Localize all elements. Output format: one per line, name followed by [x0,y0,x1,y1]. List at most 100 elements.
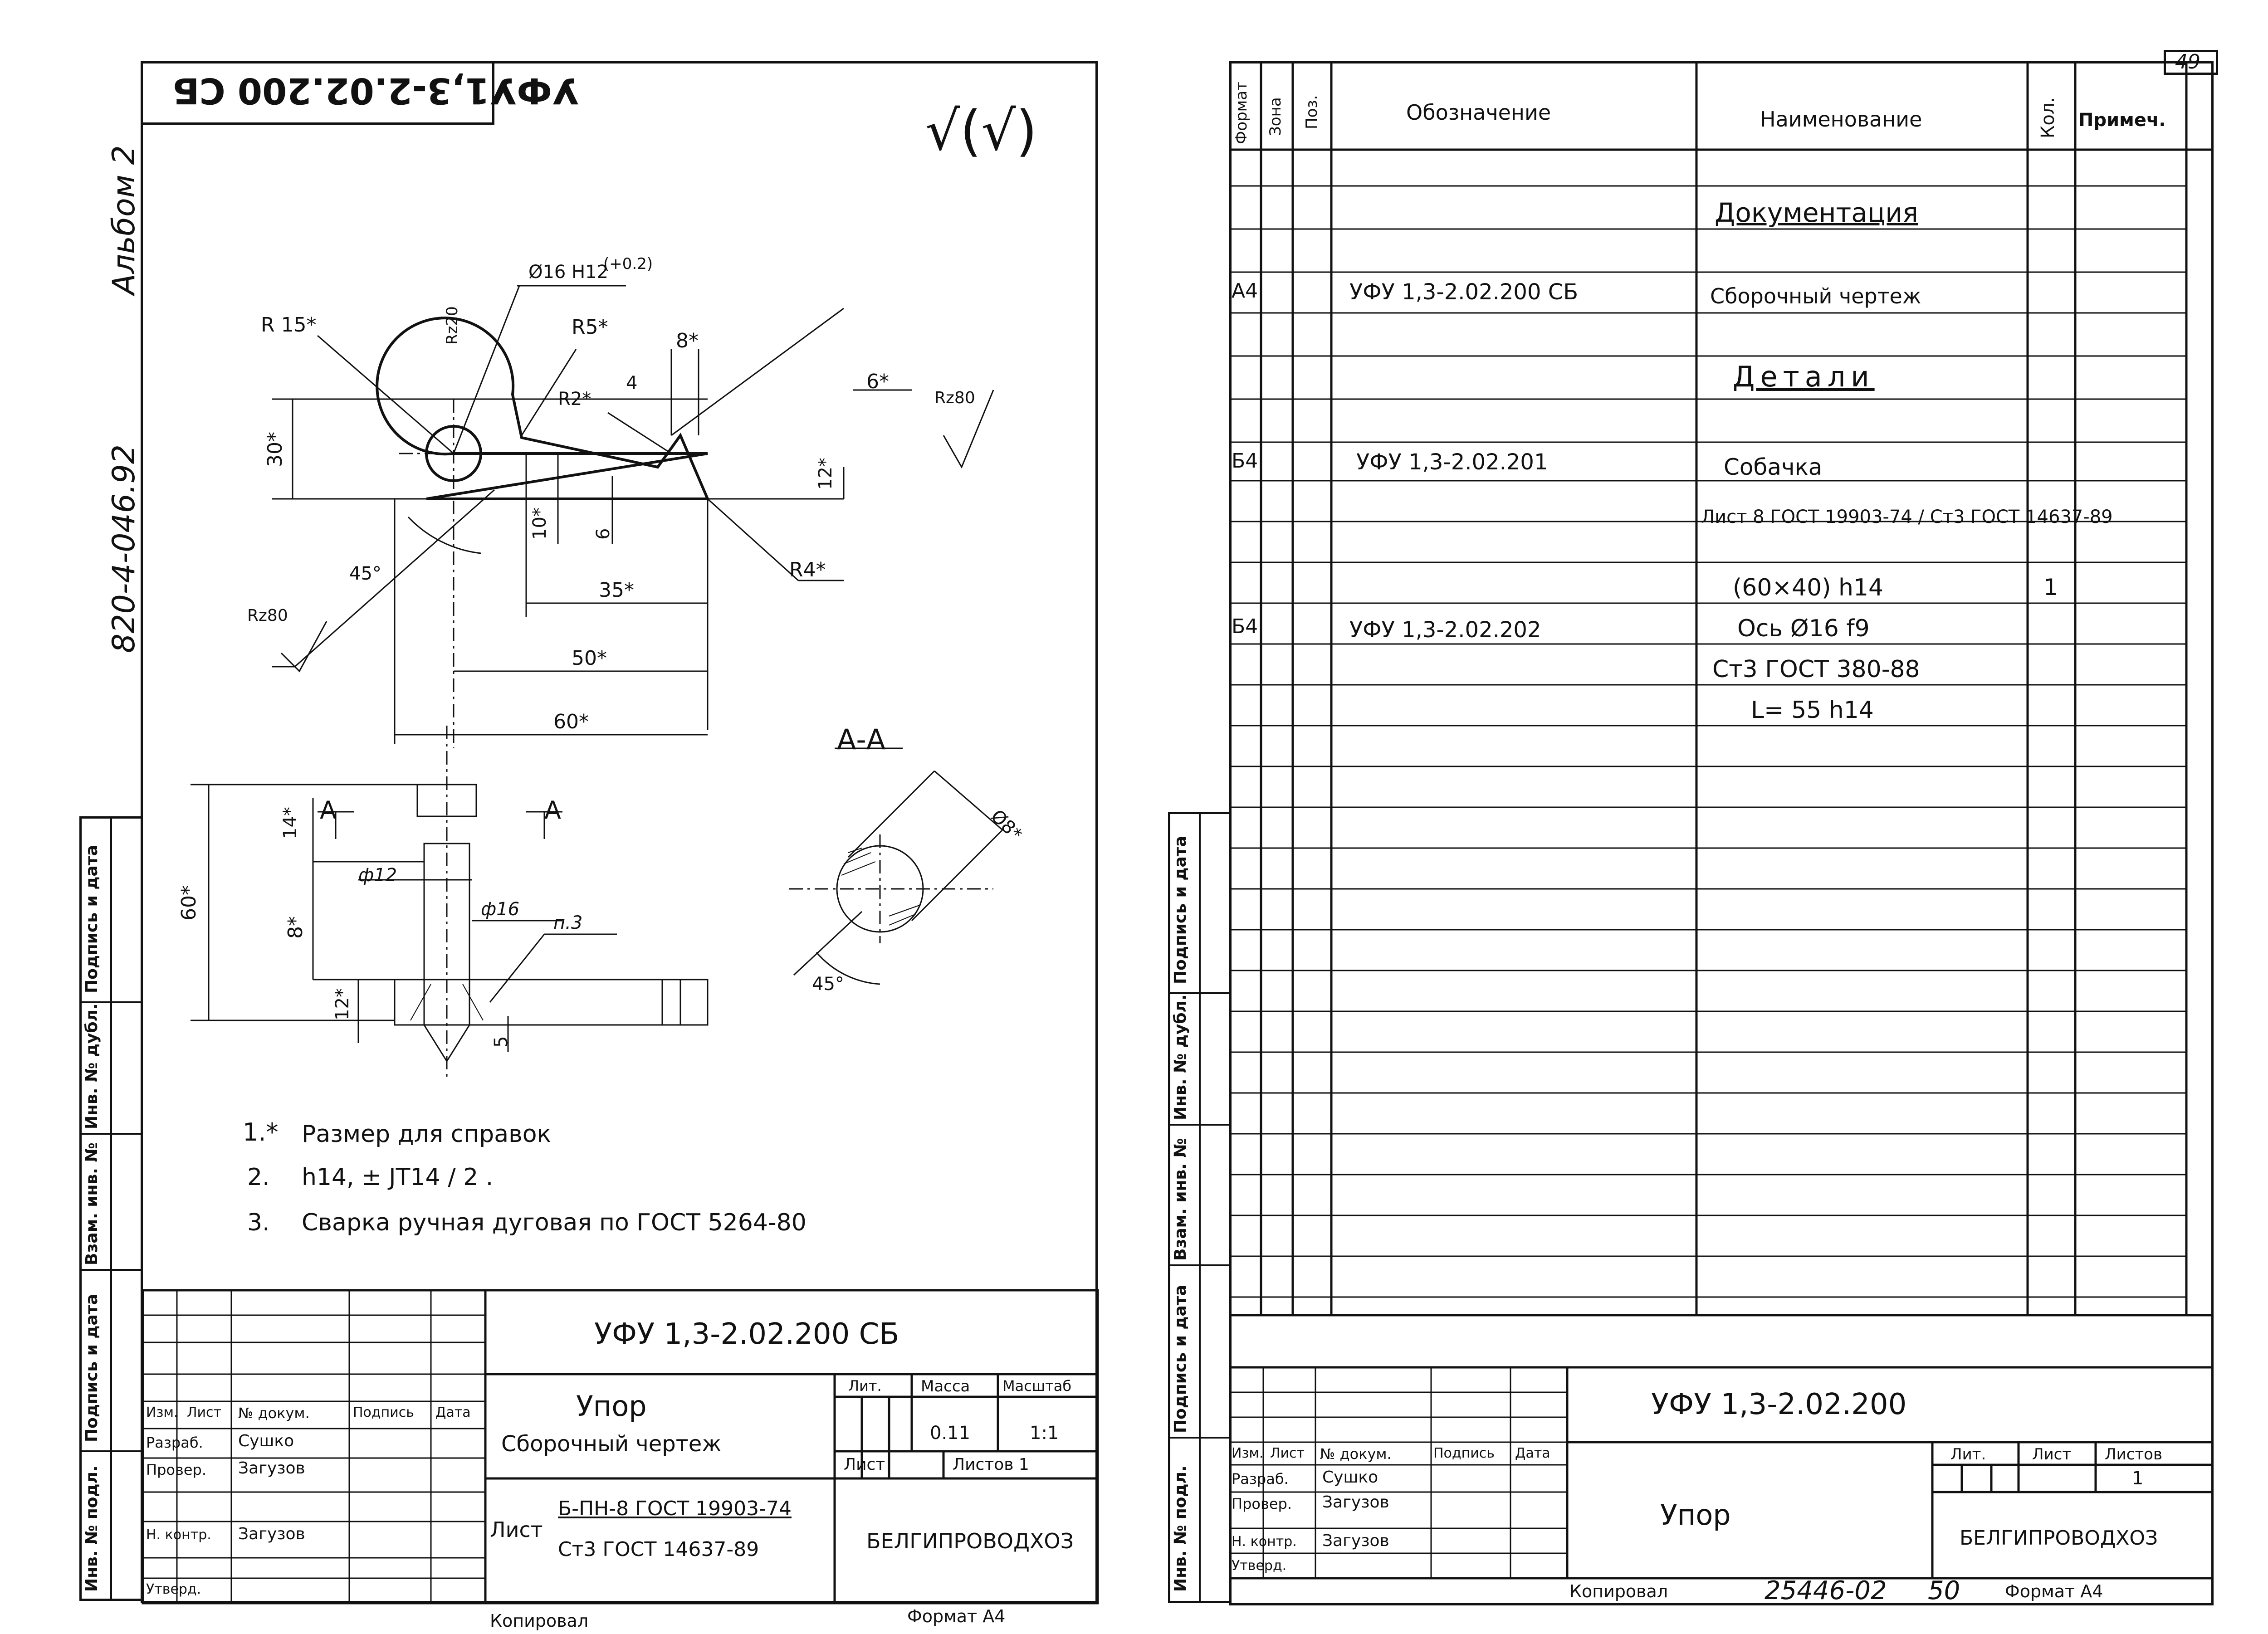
right-listov-value: 1 [2132,1468,2144,1489]
spec-row-designation: УФУ 1,3-2.02.201 [1356,449,1548,475]
left-utverd: Утверд. [146,1581,201,1597]
left-col-ndoc: № докум. [238,1405,310,1422]
dim-35: 35* [599,579,634,602]
spec-row-designation: УФУ 1,3-2.02.200 СБ [1349,279,1579,305]
page-number: 49 [2175,50,2200,73]
dim-8: 8* [676,329,699,352]
right-title-name: Упор [1660,1498,1731,1532]
left-razrab-name: Сушко [238,1432,294,1450]
dim-phi12: ф12 [358,865,397,886]
left-col-izm: Изм. [146,1405,178,1420]
note-1-num: 1.* [243,1118,279,1146]
spec-row-designation: УФУ 1,3-2.02.202 [1349,617,1541,643]
left-title-name: Упор [576,1390,647,1423]
right-col-ndoc: № докум. [1320,1445,1392,1463]
right-footer-page: 50 [1928,1576,1960,1605]
left-col-date: Дата [435,1405,471,1420]
dim-phi16: ф16 [481,899,520,920]
dim-r2: R2* [558,389,591,410]
right-col-date: Дата [1515,1445,1550,1461]
note-3-text: Сварка ручная дуговая по ГОСТ 5264-80 [302,1209,807,1236]
note-2-num: 2. [247,1164,270,1191]
note-1-text: Размер для справок [302,1121,551,1148]
dim-45: 45° [349,563,381,584]
note-3-num: 3. [247,1209,270,1236]
left-nkontr: Н. контр. [146,1527,211,1543]
spec-row-format: А4 [1232,279,1258,302]
dim-60: 60* [553,710,589,733]
right-col-sign: Подпись [1433,1445,1495,1461]
left-lit: Лит. [848,1377,882,1395]
right-col-list: Лист [1270,1445,1305,1461]
right-razrab: Разраб. [1232,1470,1289,1488]
spec-row-name: Собачка [1724,454,1823,480]
dim-4: 4 [626,373,638,394]
right-nkontr-name: Загузов [1322,1532,1389,1550]
dim-bore-tol: (+0.2) [603,255,653,273]
left-footer-copied: Копировал [490,1611,589,1631]
left-massa: Масса [921,1377,970,1395]
left-massa-value: 0.11 [930,1423,971,1444]
note-ref: п.3 [553,912,583,933]
left-prover-name: Загузов [238,1459,305,1478]
right-org: БЕЛГИПРОВОДХОЗ [1960,1527,2158,1550]
left-col-sign: Подпись [353,1405,414,1420]
section-marker-right: А [544,796,561,824]
spec-row-name: (60×40) h14 [1733,574,1884,601]
dim-r5: R5* [572,316,608,339]
spec-row-name: L= 55 h14 [1751,697,1874,724]
spec-row-format: Б4 [1232,615,1258,638]
dim-bore: Ø16 H12 [528,262,609,283]
dim-r15: R 15* [261,313,317,337]
left-sheets-label: Листов 1 [953,1455,1029,1474]
left-masshtab-value: 1:1 [1030,1423,1059,1444]
spec-section-parts: Детали [1733,360,1875,393]
spec-row-name: Ось Ø16 f9 [1737,615,1870,642]
section-marker-left: А [320,796,337,824]
dim-rz80-right: Rz80 [934,389,975,407]
left-material-top: Б-ПН-8 ГОСТ 19903-74 [558,1497,792,1520]
left-prover: Провер. [146,1461,206,1478]
left-masshtab: Масштаб [1002,1377,1072,1395]
dim-50: 50* [572,647,607,670]
spec-section-docs: Документация [1715,197,1918,228]
right-prover-name: Загузов [1322,1493,1389,1512]
right-footer-format: Формат А4 [2005,1581,2103,1601]
left-sheet-label: Лист [844,1455,885,1474]
spec-row-lines [1229,185,2186,1298]
left-nkontr-name: Загузов [238,1525,305,1543]
dim-6-top: 6* [866,370,889,393]
spec-row-name: Ст3 ГОСТ 380-88 [1712,656,1920,683]
left-material-bottom: Ст3 ГОСТ 14637-89 [558,1538,759,1561]
right-utverd: Утверд. [1232,1558,1287,1574]
right-list: Лист [2032,1445,2072,1463]
header-designation: Обозначение [1406,100,1551,125]
roughness-symbol: √(√) [925,100,1037,163]
right-nkontr: Н. контр. [1232,1534,1297,1550]
right-lit: Лит. [1950,1445,1986,1463]
left-org: БЕЛГИПРОВОДХОЗ [866,1529,1074,1553]
left-col-list: Лист [187,1405,222,1420]
spec-row-name: Лист 8 ГОСТ 19903-74 / Ст3 ГОСТ 14637-89 [1701,507,2113,527]
right-razrab-name: Сушко [1322,1468,1378,1487]
left-title-doc-type: Сборочный чертеж [501,1431,722,1457]
right-footer-number: 25446-02 [1765,1576,1887,1605]
spec-row-qty: 1 [2043,574,2058,600]
right-col-izm: Изм. [1232,1445,1264,1461]
left-razrab: Разраб. [146,1434,203,1451]
left-footer-format: Формат А4 [907,1606,1006,1626]
right-prover: Провер. [1232,1495,1292,1512]
dim-section-45: 45° [812,974,844,995]
dim-r4: R4* [789,558,826,581]
right-footer-copied: Копировал [1569,1581,1668,1601]
spec-row-name: Сборочный чертеж [1710,284,1921,308]
dim-rz80-left: Rz80 [247,606,288,625]
right-listov: Листов [2105,1445,2163,1463]
page-number-box [2164,50,2218,75]
